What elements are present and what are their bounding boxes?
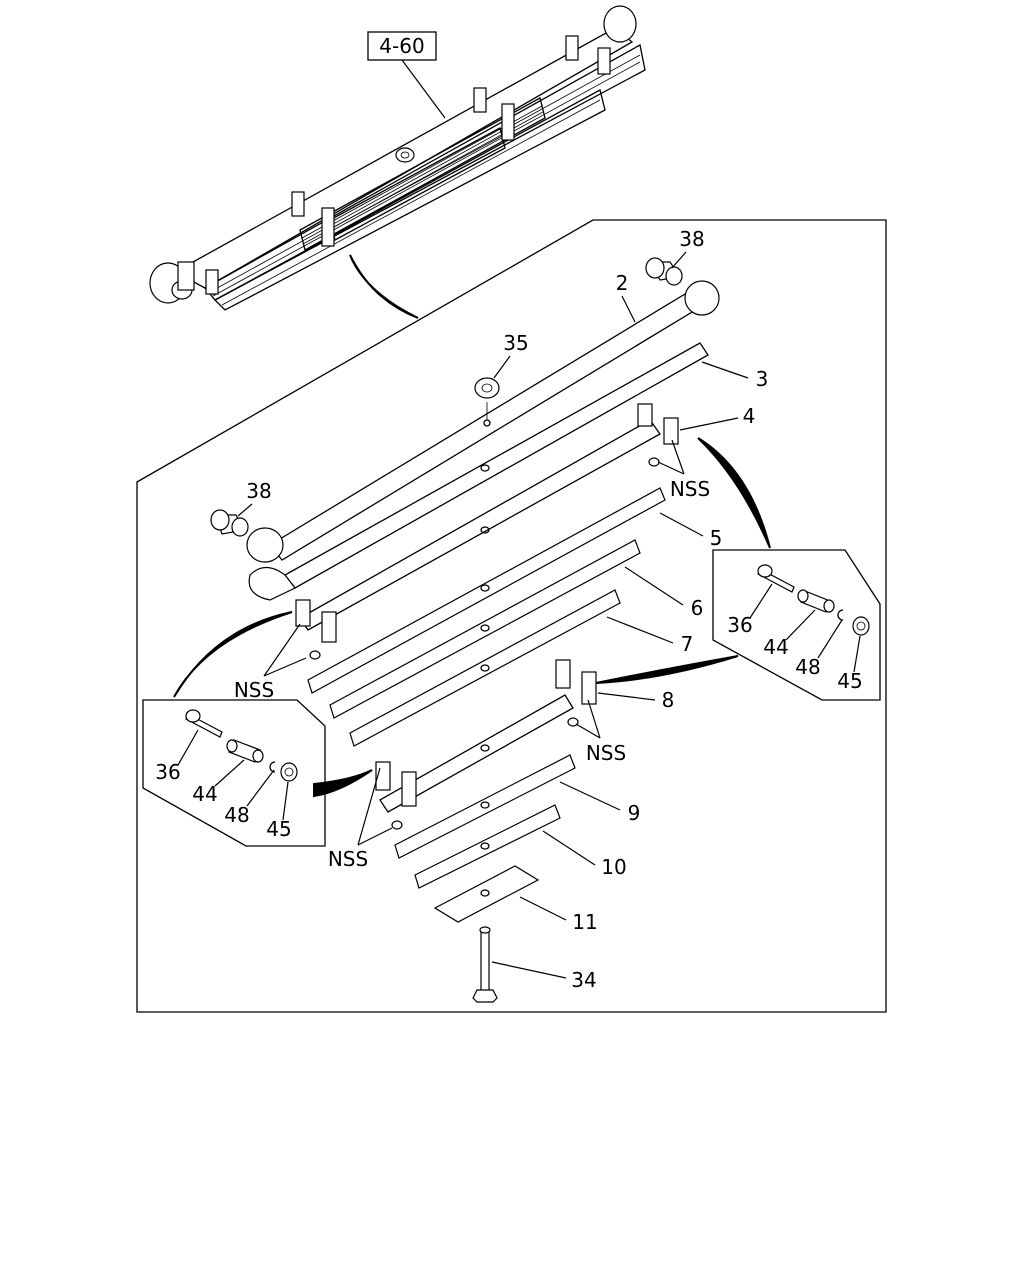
label-nss-4: NSS — [670, 477, 710, 501]
label-5: 5 — [710, 526, 723, 550]
left-inset-label-45: 45 — [266, 817, 291, 841]
label-4: 4 — [743, 404, 756, 428]
callout-34: 34 — [491, 961, 597, 992]
leaf-3 — [248, 342, 709, 601]
label-6: 6 — [691, 596, 704, 620]
left-inset-label-36: 36 — [155, 760, 180, 784]
callout-5: 5 — [659, 512, 723, 550]
left-inset-label-44: 44 — [192, 782, 217, 806]
leaf-4 — [295, 403, 679, 660]
label-nss-8: NSS — [586, 741, 626, 765]
arrow-to-right-inset — [697, 437, 771, 549]
callout-nss-left: NSS — [234, 623, 307, 702]
assembled-leaf-spring — [149, 5, 646, 311]
right-inset-label-36: 36 — [727, 613, 752, 637]
label-11: 11 — [572, 910, 597, 934]
callout-nss-8: NSS — [575, 699, 626, 765]
label-3: 3 — [756, 367, 769, 391]
callout-nss-4: NSS — [657, 439, 710, 501]
leaf-7 — [349, 589, 621, 747]
callout-2: 2 — [616, 271, 636, 323]
leaf-10 — [414, 804, 561, 889]
label-8: 8 — [662, 688, 675, 712]
label-2: 2 — [616, 271, 629, 295]
callout-35: 35 — [493, 331, 529, 379]
callout-9: 9 — [559, 781, 641, 825]
right-inset-label-44: 44 — [763, 635, 788, 659]
label-35: 35 — [503, 331, 528, 355]
label-34: 34 — [571, 968, 596, 992]
leaf-9 — [394, 754, 576, 859]
exploded-view-frame — [136, 219, 887, 1013]
right-inset-label-48: 48 — [795, 655, 820, 679]
reference-box: 4-60 — [367, 31, 446, 119]
label-nss-left: NSS — [234, 678, 274, 702]
callout-38-left: 38 — [237, 479, 272, 517]
label-nss-lower: NSS — [328, 847, 368, 871]
bush-38-left — [210, 509, 249, 537]
callout-6: 6 — [624, 566, 704, 620]
callout-8: 8 — [597, 688, 675, 712]
reference-box-label: 4-60 — [379, 34, 424, 58]
arrow-from-right-inset — [595, 655, 739, 684]
label-10: 10 — [601, 855, 626, 879]
center-bolt-34 — [472, 926, 498, 1003]
callout-7: 7 — [606, 616, 694, 656]
leaf-2-main — [246, 280, 720, 563]
arrow-to-left-inset — [173, 611, 293, 698]
label-7: 7 — [681, 632, 694, 656]
callout-11: 11 — [519, 896, 598, 934]
right-inset-label-45: 45 — [837, 669, 862, 693]
callout-38-top: 38 — [671, 227, 705, 269]
bush-38-top — [645, 257, 683, 286]
plate-11 — [433, 865, 540, 923]
nut-35 — [474, 377, 500, 427]
leaf-6 — [329, 539, 641, 719]
left-inset: 36 44 48 45 — [142, 699, 326, 847]
assembly-arrow — [349, 254, 419, 319]
callout-4: 4 — [679, 404, 756, 431]
right-inset: 36 44 48 45 — [712, 549, 881, 701]
callout-10: 10 — [542, 830, 627, 879]
callout-nss-lower: NSS — [328, 767, 393, 871]
label-38-top: 38 — [679, 227, 704, 251]
label-9: 9 — [628, 801, 641, 825]
leaf-8 — [375, 659, 597, 830]
callout-3: 3 — [701, 361, 769, 391]
left-inset-label-48: 48 — [224, 803, 249, 827]
label-38-left: 38 — [246, 479, 271, 503]
arrow-from-left-inset — [313, 769, 373, 798]
